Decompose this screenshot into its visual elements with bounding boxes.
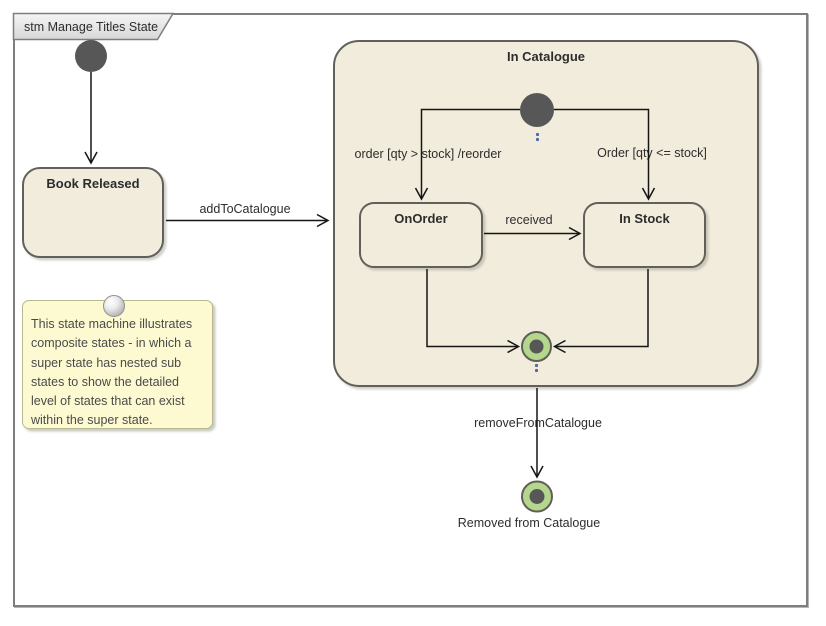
- note-line: super state has nested sub: [31, 355, 182, 370]
- note-pin-icon: [103, 295, 125, 317]
- note-line: states to show the detailed: [31, 374, 180, 389]
- state-in-stock[interactable]: In Stock: [583, 202, 706, 268]
- transition-label-order-reorder: order [qty > stock] /reorder: [354, 147, 502, 161]
- state-onorder[interactable]: OnOrder: [359, 202, 483, 268]
- note-text: This state machine illustrates composite…: [31, 315, 208, 431]
- state-book-released-label: Book Released: [46, 176, 140, 191]
- note-line: within the super state.: [31, 413, 153, 428]
- state-book-released[interactable]: Book Released: [22, 167, 164, 258]
- state-onorder-label: OnOrder: [394, 211, 448, 226]
- transition-label-received: received: [505, 213, 553, 227]
- transition-label-add-to-catalogue: addToCatalogue: [199, 202, 291, 216]
- state-in-stock-label: In Stock: [619, 211, 670, 226]
- final-state-label-removed-from-catalogue: Removed from Catalogue: [457, 516, 601, 530]
- note-line: composite states - in which a: [31, 336, 192, 351]
- note-line: This state machine illustrates: [31, 317, 193, 331]
- transition-label-order-in-stock: Order [qty <= stock]: [597, 146, 707, 160]
- transition-label-remove-from-catalogue: removeFromCatalogue: [474, 416, 602, 430]
- state-in-catalogue-label: In Catalogue: [506, 49, 585, 64]
- note-line: level of states that can exist: [31, 394, 185, 409]
- note[interactable]: This state machine illustrates composite…: [22, 295, 213, 431]
